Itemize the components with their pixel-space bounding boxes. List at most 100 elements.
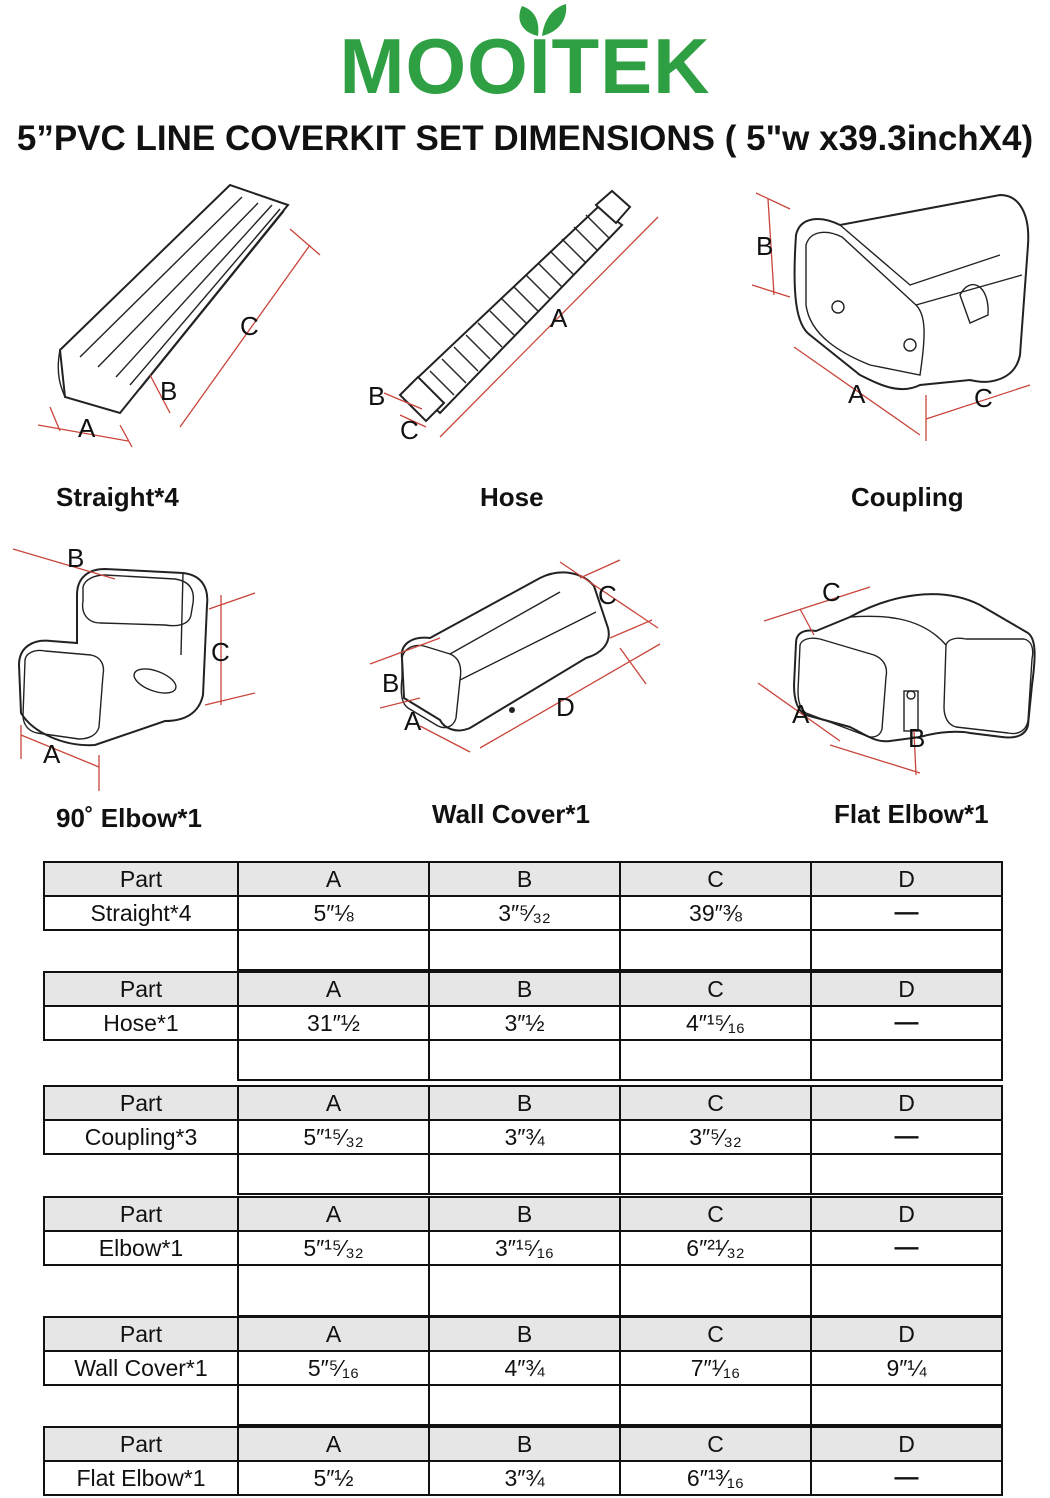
header-part: Part (43, 1316, 239, 1352)
wall-cover-label-b: B (382, 668, 399, 698)
table-row: Coupling*3 5″¹⁵⁄₃₂ 3″¾ 3″⁵⁄₃₂ — (43, 1119, 1003, 1155)
part-name: Elbow*1 (43, 1230, 239, 1266)
flat-elbow-label-a: A (792, 699, 810, 729)
header-part: Part (43, 861, 239, 897)
header-a: A (237, 1085, 430, 1121)
part-name: Straight*4 (43, 895, 239, 931)
header-d: D (810, 1085, 1003, 1121)
table-spacer-row (44, 929, 1003, 971)
page-title: 5”PVC LINE COVERKIT SET DIMENSIONS ( 5"w… (16, 119, 1034, 158)
dim-c: 6″²¹⁄₃₂ (619, 1230, 812, 1266)
header-d: D (810, 1196, 1003, 1232)
dim-b: 3″⁵⁄₃₂ (428, 895, 621, 931)
table-row: Elbow*1 5″¹⁵⁄₃₂ 3″¹⁵⁄₁₆ 6″²¹⁄₃₂ — (43, 1230, 1003, 1266)
leaf-icon (519, 4, 567, 36)
header-b: B (428, 861, 621, 897)
header-c: C (619, 971, 812, 1007)
elbow-label-c: C (211, 637, 230, 667)
header-b: B (428, 1426, 621, 1462)
header-b: B (428, 1196, 621, 1232)
coupling-label-b: B (756, 231, 773, 261)
dimension-table-hose: Part A B C D Hose*1 31″½ 3″½ 4″¹⁵⁄₁₆ — (43, 971, 1003, 1081)
header-c: C (619, 1316, 812, 1352)
header-c: C (619, 861, 812, 897)
dimension-table-straight: Part A B C D Straight*4 5″⅛ 3″⁵⁄₃₂ 39″⅜ … (43, 861, 1003, 971)
coupling-figure: B A C (730, 175, 1050, 495)
flat-elbow-caption: Flat Elbow*1 (834, 799, 989, 829)
dimension-table-wall-cover: Part A B C D Wall Cover*1 5″⁵⁄₁₆ 4″¾ 7″¹… (43, 1316, 1003, 1426)
dim-d: — (810, 1119, 1003, 1155)
dim-d: 9″¼ (810, 1350, 1003, 1386)
table-spacer-row (44, 1264, 1003, 1317)
header-b: B (428, 1085, 621, 1121)
dim-d: — (810, 1005, 1003, 1041)
header-a: A (237, 971, 430, 1007)
dim-a: 5″⁵⁄₁₆ (237, 1350, 430, 1386)
elbow-caption: 90˚ Elbow*1 (56, 803, 202, 833)
dim-a: 5″⅛ (237, 895, 430, 931)
header-a: A (237, 1426, 430, 1462)
header-d: D (810, 861, 1003, 897)
header-c: C (619, 1085, 812, 1121)
hose-label-c: C (400, 415, 419, 445)
dim-a: 5″¹⁵⁄₃₂ (237, 1230, 430, 1266)
elbow-label-a: A (43, 739, 61, 769)
flat-elbow-figure: C A B (740, 545, 1050, 865)
dim-b: 3″½ (428, 1005, 621, 1041)
straight-label-c: C (240, 311, 259, 341)
straight-label-a: A (78, 413, 96, 443)
wall-cover-figure: C B A D (360, 548, 690, 868)
dim-b: 3″¾ (428, 1119, 621, 1155)
dim-c: 39″⅜ (619, 895, 812, 931)
header-part: Part (43, 971, 239, 1007)
table-spacer-row (44, 1039, 1003, 1081)
hose-label-b: B (368, 381, 385, 411)
table-row: Hose*1 31″½ 3″½ 4″¹⁵⁄₁₆ — (43, 1005, 1003, 1041)
dim-b: 3″¾ (428, 1460, 621, 1496)
header-d: D (810, 1316, 1003, 1352)
header-d: D (810, 971, 1003, 1007)
table-spacer-row (44, 1384, 1003, 1426)
dim-c: 7″¹⁄₁₆ (619, 1350, 812, 1386)
dim-a: 5″½ (237, 1460, 430, 1496)
table-row: Flat Elbow*1 5″½ 3″¾ 6″¹³⁄₁₆ — (43, 1460, 1003, 1496)
dim-c: 4″¹⁵⁄₁₆ (619, 1005, 812, 1041)
table-row: Wall Cover*1 5″⁵⁄₁₆ 4″¾ 7″¹⁄₁₆ 9″¼ (43, 1350, 1003, 1386)
dimension-table-elbow: Part A B C D Elbow*1 5″¹⁵⁄₃₂ 3″¹⁵⁄₁₆ 6″²… (43, 1196, 1003, 1317)
dim-c: 3″⁵⁄₃₂ (619, 1119, 812, 1155)
part-name: Coupling*3 (43, 1119, 239, 1155)
part-name: Wall Cover*1 (43, 1350, 239, 1386)
header-part: Part (43, 1426, 239, 1462)
dim-a: 31″½ (237, 1005, 430, 1041)
coupling-label-c: C (974, 383, 993, 413)
dim-d: — (810, 1460, 1003, 1496)
table-row: Straight*4 5″⅛ 3″⁵⁄₃₂ 39″⅜ — (43, 895, 1003, 931)
dim-a: 5″¹⁵⁄₃₂ (237, 1119, 430, 1155)
header-a: A (237, 1316, 430, 1352)
header-a: A (237, 861, 430, 897)
straight-figure: A B C (20, 175, 350, 495)
dim-d: — (810, 895, 1003, 931)
elbow-figure: B C A (5, 535, 335, 855)
header-part: Part (43, 1085, 239, 1121)
hose-label-a: A (550, 303, 568, 333)
dim-d: — (810, 1230, 1003, 1266)
flat-elbow-label-c: C (822, 577, 841, 607)
coupling-caption: Coupling (851, 482, 964, 512)
dim-b: 4″¾ (428, 1350, 621, 1386)
flat-elbow-label-b: B (908, 723, 925, 753)
brand-name: MOOITEK (339, 22, 711, 110)
header-a: A (237, 1196, 430, 1232)
dim-c: 6″¹³⁄₁₆ (619, 1460, 812, 1496)
table-header-row: Part A B C D (43, 1316, 1003, 1352)
dim-b: 3″¹⁵⁄₁₆ (428, 1230, 621, 1266)
header-b: B (428, 1316, 621, 1352)
brand-logo: MOOITEK (0, 0, 1050, 110)
header-b: B (428, 971, 621, 1007)
wall-cover-label-d: D (556, 692, 575, 722)
elbow-label-b: B (67, 543, 84, 573)
straight-label-b: B (160, 376, 177, 406)
table-header-row: Part A B C D (43, 1196, 1003, 1232)
header-c: C (619, 1426, 812, 1462)
dimension-table-coupling: Part A B C D Coupling*3 5″¹⁵⁄₃₂ 3″¾ 3″⁵⁄… (43, 1085, 1003, 1195)
